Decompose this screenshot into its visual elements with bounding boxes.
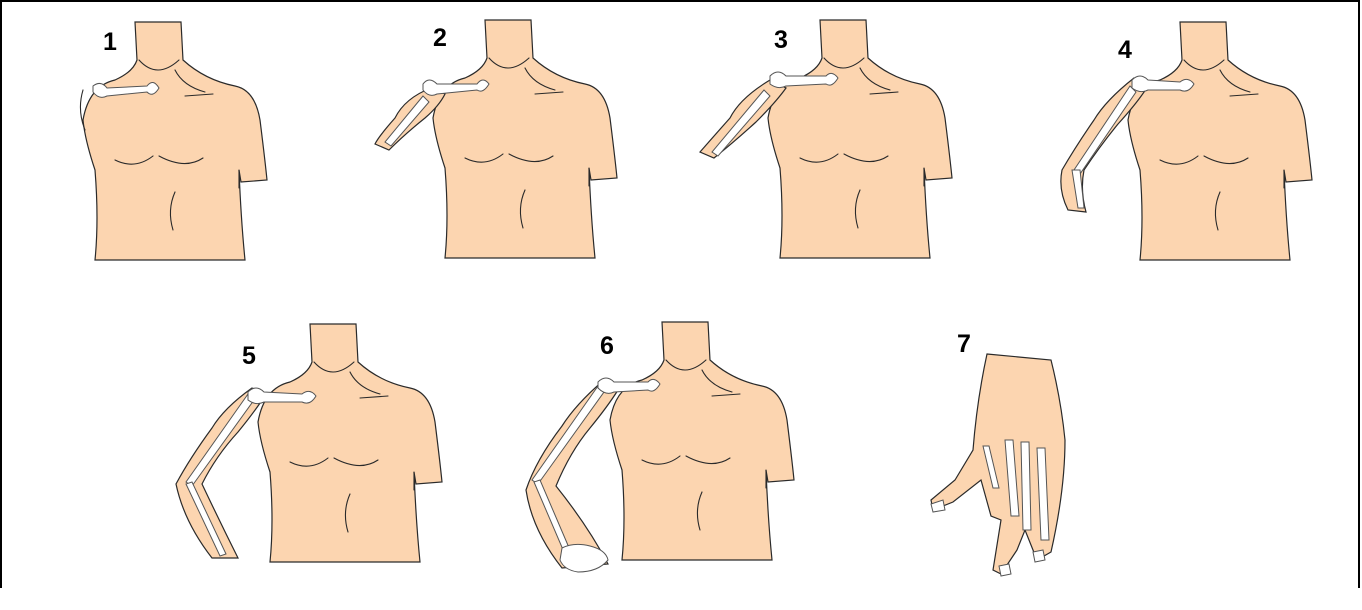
stage-4-panel: 4 <box>1050 20 1350 300</box>
finger-bone <box>1021 442 1031 530</box>
stage-1-figure <box>55 20 315 270</box>
stage-number: 7 <box>957 332 971 357</box>
stage-2-panel: 2 <box>365 18 665 298</box>
stage-7-figure <box>925 330 1125 590</box>
stage-4-figure <box>1050 20 1310 270</box>
stage-6-figure <box>512 320 772 580</box>
clavicle-bone <box>598 378 660 393</box>
fingernail <box>1033 550 1045 562</box>
stage-6-panel: 6 <box>512 320 812 600</box>
stage-5-panel: 5 <box>160 322 460 602</box>
fingernail <box>999 564 1011 576</box>
stage-number: 2 <box>433 26 447 51</box>
humerus-bone <box>532 386 604 484</box>
stage-1-panel: 1 <box>55 20 355 300</box>
stage-number: 6 <box>600 334 614 359</box>
stage-2-figure <box>365 18 625 268</box>
humerus-bone <box>186 394 254 486</box>
stage-number: 1 <box>103 30 117 55</box>
stage-3-panel: 3 <box>690 18 990 298</box>
stage-7-panel: 7 <box>925 330 1225 610</box>
humerus-bone <box>1074 86 1136 174</box>
stage-5-figure <box>160 322 420 582</box>
humerus-bone <box>712 90 770 156</box>
stage-3-figure <box>690 18 950 268</box>
hand-bones <box>560 544 608 572</box>
stage-number: 4 <box>1118 38 1132 63</box>
stage-number: 3 <box>774 28 788 53</box>
stage-number: 5 <box>242 344 256 369</box>
clavicle-bone <box>770 72 838 88</box>
